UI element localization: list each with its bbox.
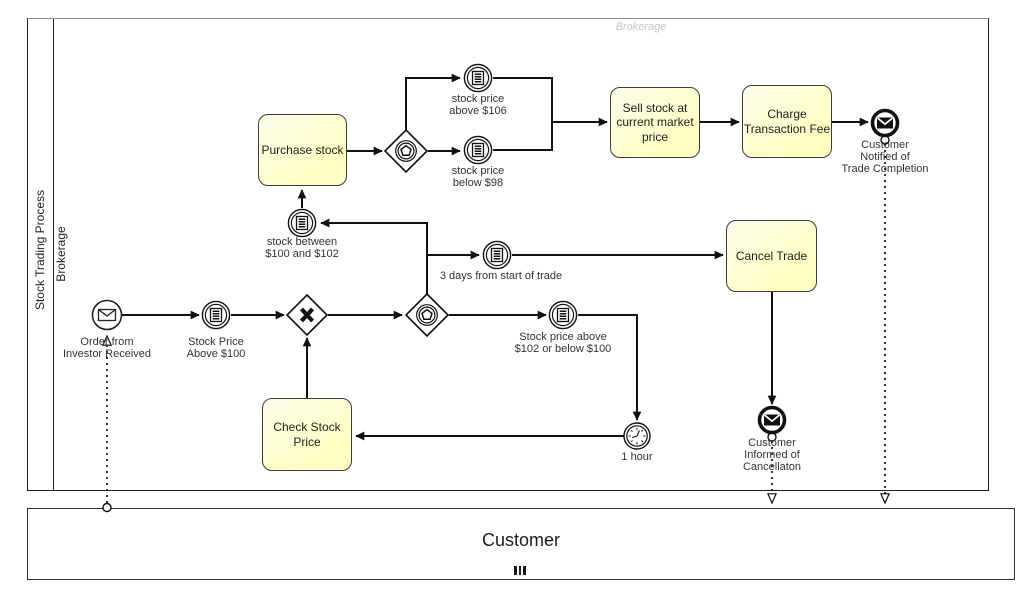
pool-lane-divider — [53, 19, 54, 490]
timer-event-1-hour[interactable] — [623, 422, 651, 450]
task-label: Cancel Trade — [735, 248, 808, 263]
conditional-event-price-below-98[interactable] — [463, 135, 493, 165]
task-sell-stock[interactable]: Sell stock at current market price — [610, 87, 700, 158]
label-price-above-106: stock price above $106 — [449, 93, 507, 118]
pool-customer[interactable] — [27, 508, 1015, 580]
label-customer-notified: Customer Notified of Trade Completion — [841, 139, 929, 176]
conditional-event-between-100-102[interactable] — [287, 208, 317, 238]
conditional-event-3-days[interactable] — [482, 240, 512, 270]
conditional-event-above-102-below-100[interactable] — [548, 300, 578, 330]
start-event-order-received[interactable] — [91, 299, 123, 331]
task-label: Charge Transaction Fee — [743, 107, 831, 136]
end-event-customer-notified[interactable] — [870, 108, 900, 138]
task-purchase-stock[interactable]: Purchase stock — [258, 114, 347, 186]
pool-brokerage[interactable] — [27, 18, 989, 491]
label-between-100-102: stock between $100 and $102 — [265, 236, 339, 261]
end-event-customer-informed[interactable] — [757, 405, 787, 435]
label-start-event: Order from Investor Received — [62, 336, 152, 361]
label-above-102-below-100: Stock price above $102 or below $100 — [514, 331, 612, 356]
pool-watermark: Brokerage — [615, 21, 667, 33]
task-label: Purchase stock — [261, 142, 344, 157]
flow-merge-bracket — [493, 77, 553, 151]
message-flow-source-dot — [102, 502, 112, 513]
clock-icon — [628, 427, 646, 445]
conditional-event-price-above-106[interactable] — [463, 63, 493, 93]
label-customer-informed: Customer Informed of Cancellaton — [742, 437, 802, 474]
task-check-stock-price[interactable]: Check Stock Price — [262, 398, 352, 471]
flow-eg2-to-between — [320, 218, 428, 294]
flow-above102-to-timer — [578, 314, 642, 421]
task-charge-fee[interactable]: Charge Transaction Fee — [742, 85, 832, 158]
message-icon — [97, 308, 117, 322]
flow-eg1-to-above106 — [405, 73, 461, 130]
customer-pool-title: Customer — [481, 530, 561, 550]
event-gateway-main[interactable] — [405, 293, 449, 337]
label-3-days: 3 days from start of trade — [439, 270, 563, 282]
label-1-hour: 1 hour — [621, 451, 653, 463]
xor-gateway[interactable] — [285, 293, 329, 337]
label-price-above-100: Stock Price Above $100 — [186, 336, 246, 361]
task-cancel-trade[interactable]: Cancel Trade — [726, 220, 817, 292]
label-price-below-98: stock price below $98 — [451, 165, 505, 190]
multi-instance-icon — [514, 566, 526, 575]
task-label: Sell stock at current market price — [616, 101, 694, 144]
conditional-event-price-above-100[interactable] — [201, 300, 231, 330]
x-icon — [299, 307, 315, 323]
task-label: Check Stock Price — [273, 420, 341, 449]
